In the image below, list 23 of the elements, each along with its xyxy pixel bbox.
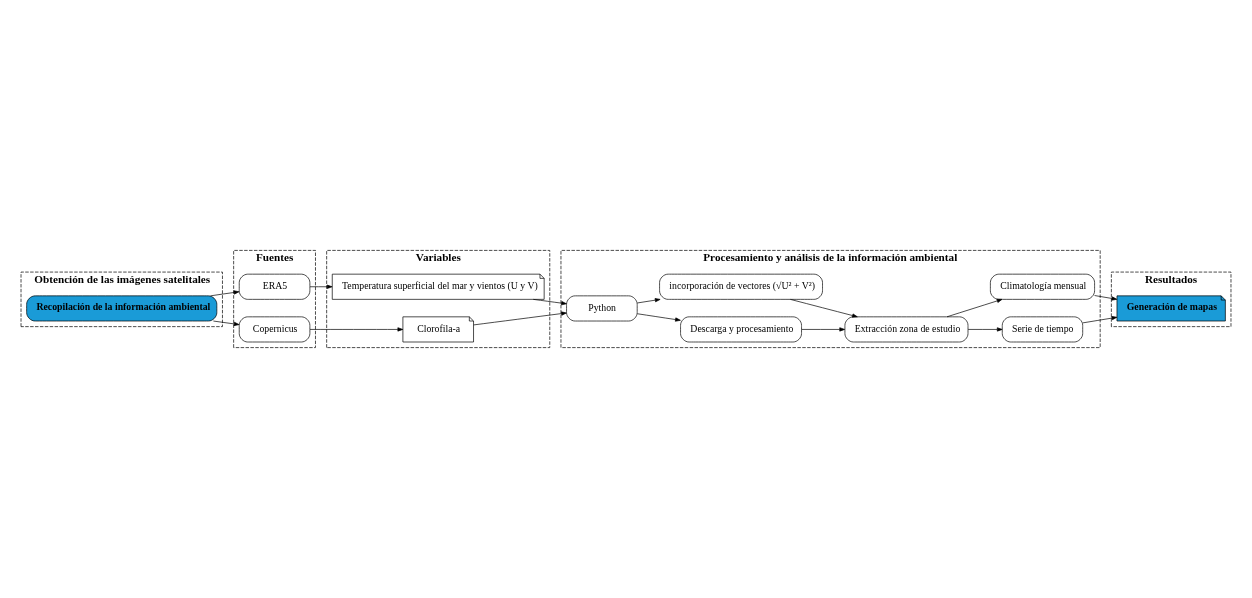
node-box: incorporación de vectores (√U² + V²) <box>659 273 823 300</box>
arrow <box>946 298 1003 318</box>
arrow <box>210 290 240 297</box>
arrow <box>637 298 661 304</box>
arrow <box>532 299 567 306</box>
arrow <box>309 327 404 332</box>
arrow <box>1082 316 1118 324</box>
arrow <box>473 311 567 326</box>
node-box: Descarga y procesamiento <box>680 316 802 343</box>
arrow <box>967 327 1003 332</box>
node-box: Python <box>566 295 638 322</box>
arrow <box>790 299 858 318</box>
arrow <box>213 320 240 326</box>
node-box: ERA5 <box>238 273 311 300</box>
node-box: Recopilación de la información ambiental <box>26 295 218 322</box>
node-box: Extracción zona de estudio <box>844 316 969 343</box>
arrow <box>801 327 845 332</box>
arrow <box>637 313 681 322</box>
node-box: Copernicus <box>238 316 311 343</box>
node-box: Serie de tiempo <box>1001 316 1084 343</box>
node-box: Climatología mensual <box>990 273 1095 300</box>
arrow <box>1094 295 1118 301</box>
arrow <box>309 284 333 289</box>
